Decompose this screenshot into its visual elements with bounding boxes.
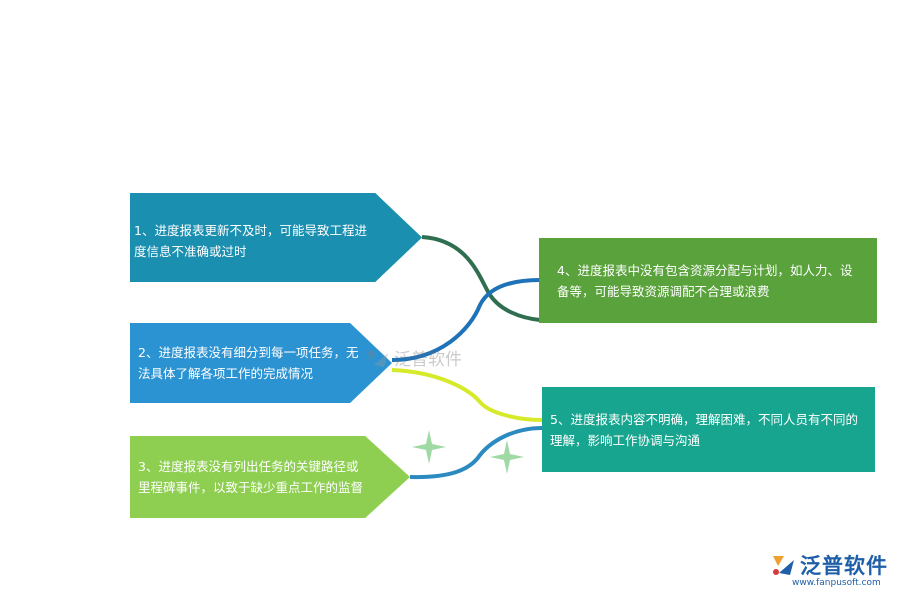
fanpu-logo-icon	[773, 556, 794, 575]
item-2-text: 2、进度报表没有细分到每一项任务，无法具体了解各项工作的完成情况	[138, 345, 359, 381]
arrow-box-1: 1、进度报表更新不及时，可能导致工程进度信息不准确或过时	[130, 193, 422, 282]
fanpu-logo-icon	[366, 350, 388, 367]
brand-logo: 泛普软件 www.fanpusoft.com	[770, 550, 888, 588]
watermark-text: 泛普软件	[394, 350, 462, 370]
item-1-text: 1、进度报表更新不及时，可能导致工程进度信息不准确或过时	[134, 223, 367, 259]
connector-2-to-4	[391, 278, 541, 362]
box-5: 5、进度报表内容不明确，理解困难，不同人员有不同的理解，影响工作协调与沟通	[542, 387, 875, 472]
box-4: 4、进度报表中没有包含资源分配与计划，如人力、设备等，可能导致资源调配不合理或浪…	[539, 238, 877, 323]
brand-url: www.fanpusoft.com	[792, 578, 881, 588]
sparkle-icon	[412, 430, 446, 464]
connector-2-to-5	[391, 368, 543, 422]
item-3-text: 3、进度报表没有列出任务的关键路径或里程碑事件，以致于缺少重点工作的监督	[138, 459, 364, 495]
item-4-text: 4、进度报表中没有包含资源分配与计划，如人力、设备等，可能导致资源调配不合理或浪…	[557, 262, 853, 299]
arrow-box-2: 2、进度报表没有细分到每一项任务，无法具体了解各项工作的完成情况	[130, 323, 392, 403]
connector-3-to-5	[409, 426, 543, 480]
brand-name: 泛普软件	[800, 554, 888, 578]
watermark: 泛普软件	[364, 345, 462, 370]
sparkle-icon	[490, 440, 524, 474]
arrow-box-3: 3、进度报表没有列出任务的关键路径或里程碑事件，以致于缺少重点工作的监督	[130, 436, 410, 518]
item-5-text: 5、进度报表内容不明确，理解困难，不同人员有不同的理解，影响工作协调与沟通	[550, 411, 858, 448]
